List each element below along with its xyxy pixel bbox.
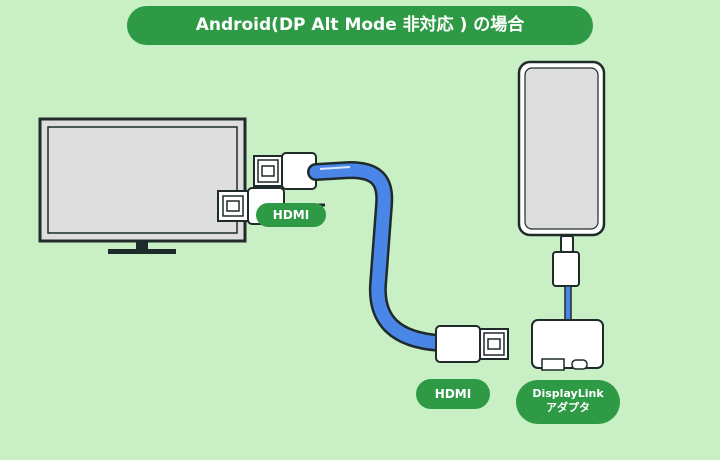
- adapter-label-line2: アダプタ: [546, 401, 590, 414]
- usb-c-cable-icon: [552, 251, 580, 321]
- hdmi-plug-icon: [435, 325, 509, 363]
- page-title: Android(DP Alt Mode 非対応 ) の場合: [127, 6, 593, 45]
- hdmi-cable-icon: [286, 160, 449, 352]
- hdmi-tv-end-label: HDMI: [256, 203, 326, 227]
- tv-icon: [38, 117, 247, 254]
- displaylink-adapter-icon: [531, 319, 604, 371]
- adapter-label-line1: DisplayLink: [532, 387, 604, 400]
- smartphone-icon: [517, 60, 606, 253]
- displaylink-adapter-label: DisplayLink アダプタ: [516, 380, 620, 424]
- hdmi-plug-icon: [253, 152, 317, 190]
- hdmi-cable-end-label: HDMI: [416, 379, 490, 409]
